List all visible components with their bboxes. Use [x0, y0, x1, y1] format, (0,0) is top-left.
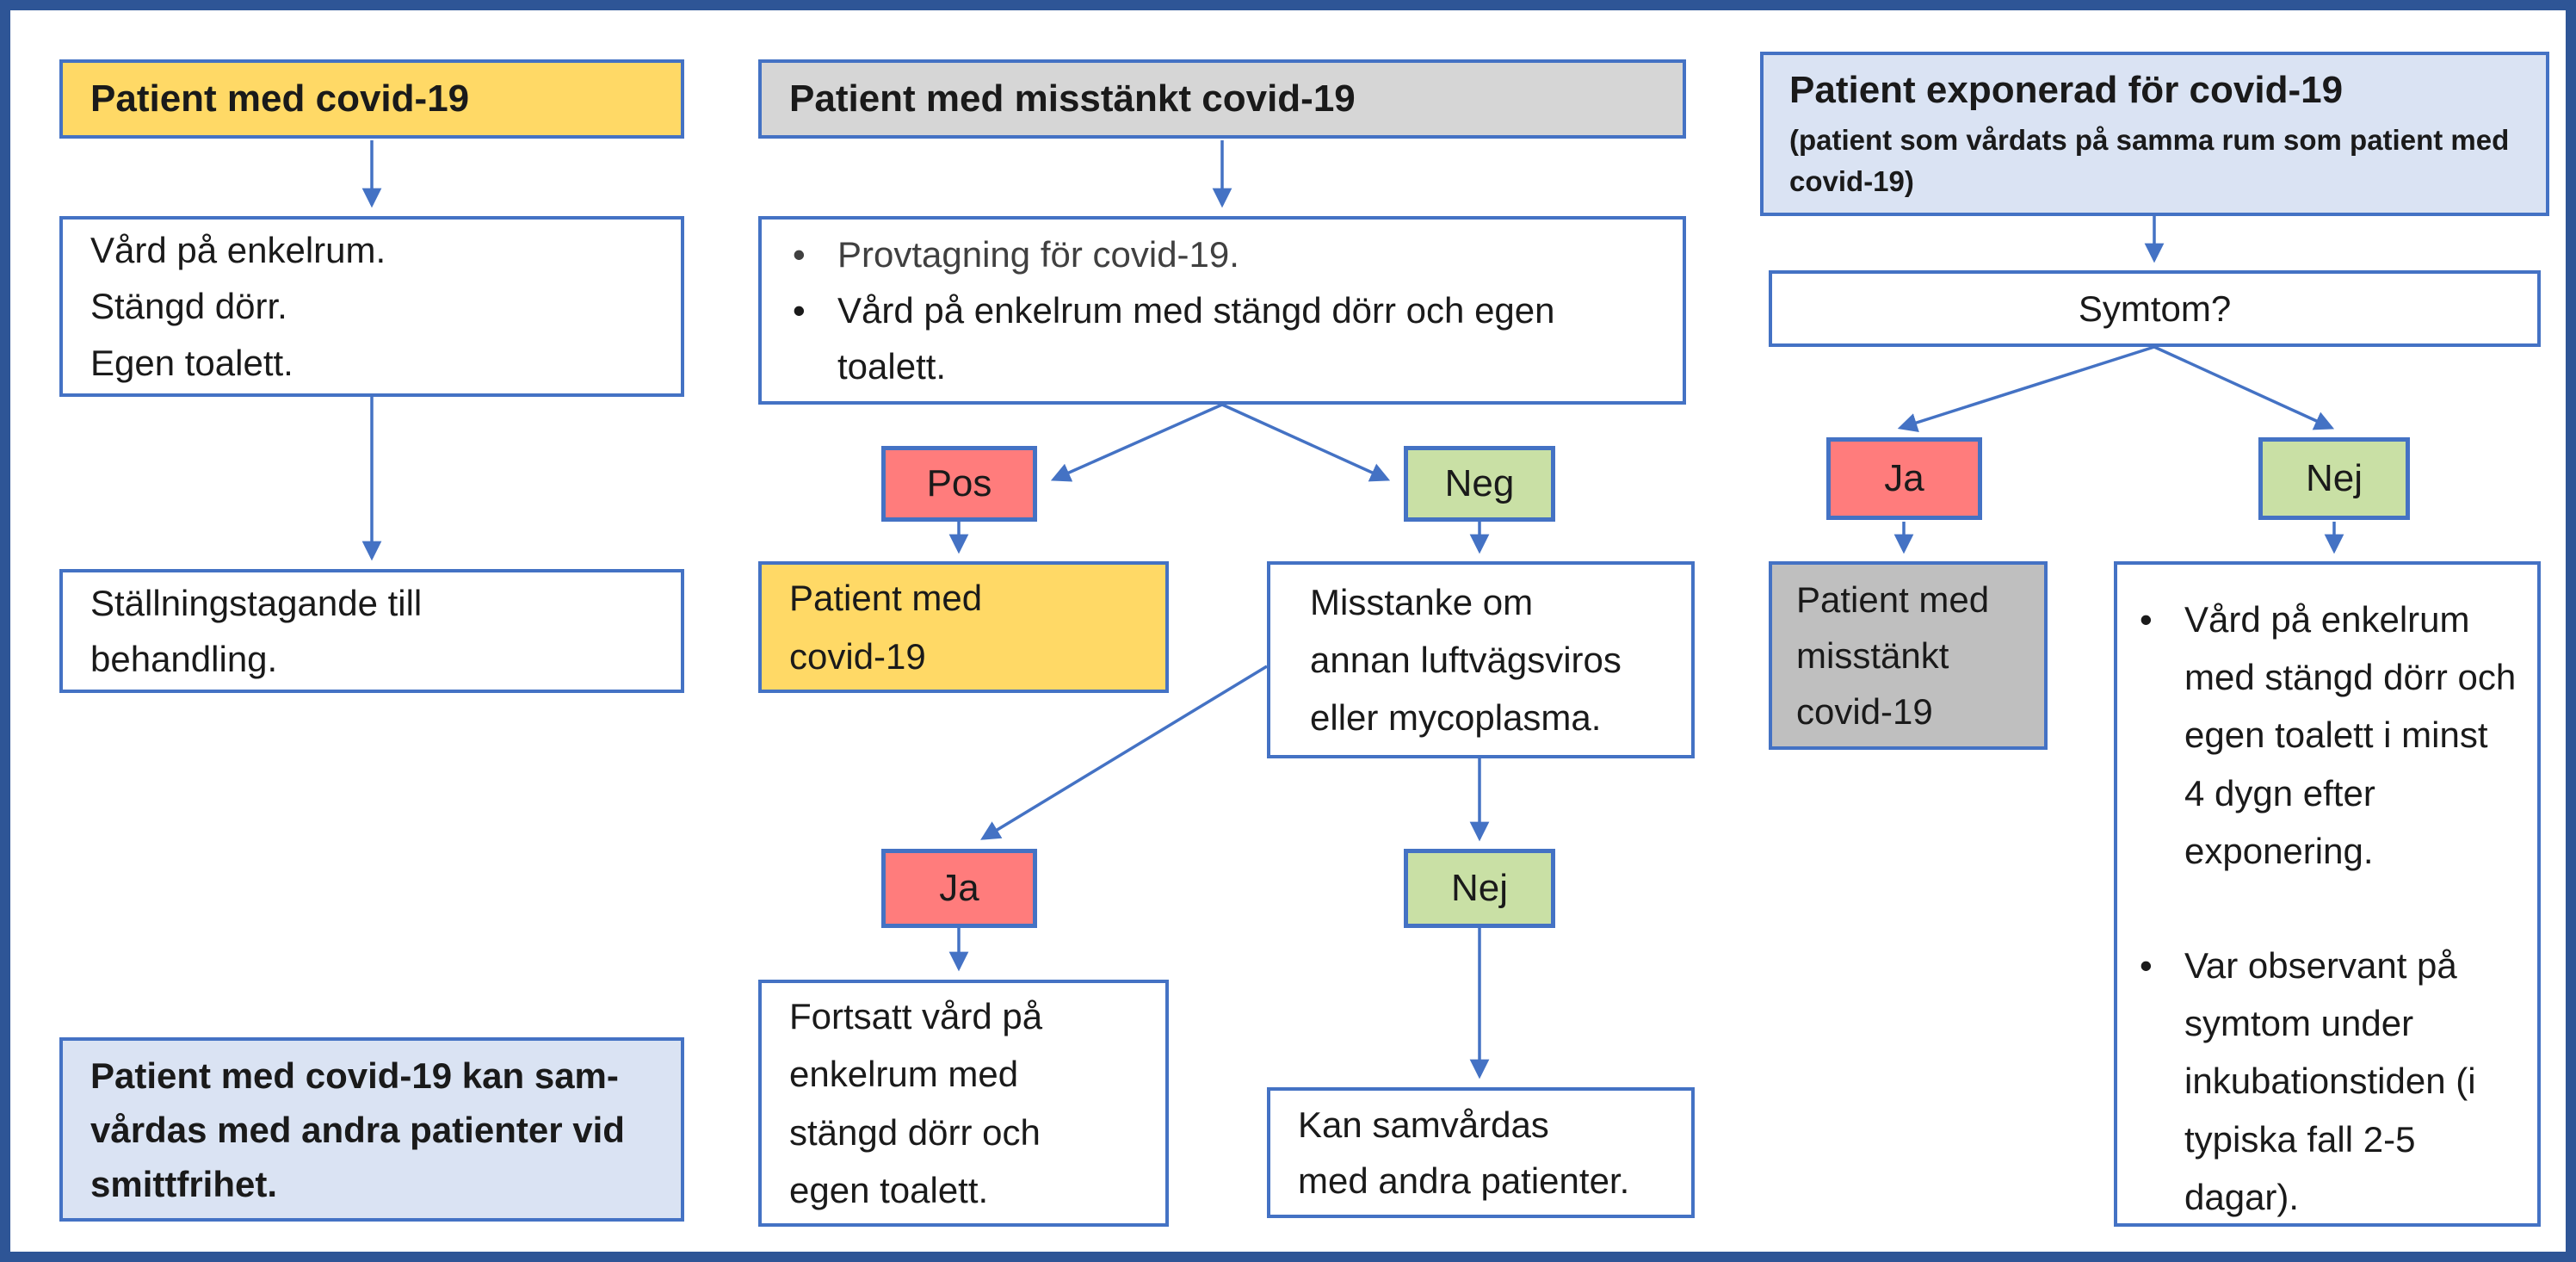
c1-care-line: Vård på enkelrum. [90, 230, 386, 271]
c2-pos-tag: Pos [881, 446, 1037, 522]
c2-continued-line: Fortsatt vård på [789, 996, 1043, 1037]
c3-symptom-label: Symtom? [2078, 288, 2232, 329]
c3-ja-label: Ja [1884, 457, 1924, 499]
bullet-icon: • [793, 233, 806, 275]
c1-care-box: Vård på enkelrum. Stängd dörr. Egen toal… [59, 216, 684, 397]
arrow-c2-steps-to-neg [1221, 403, 1391, 482]
arrow-c3-symptom-to-ja [1897, 345, 2155, 432]
c3-ja-tag: Ja [1826, 437, 1982, 520]
c2-covid-line: covid-19 [789, 635, 926, 677]
c1-note-line: smittfrihet. [90, 1163, 278, 1204]
c2-suspicion-line: Misstanke om [1310, 581, 1534, 622]
c3-bullet-item: • Vård på enkelrum med stängd dörr och e… [2140, 591, 2517, 880]
c3-header-exposed-covid: Patient exponerad för covid-19 (patient … [1760, 52, 2549, 216]
c2-continued-line: stängd dörr och [789, 1111, 1041, 1153]
c2-ja-tag: Ja [881, 849, 1037, 928]
c1-decision-box: Ställningstagande till behandling. [59, 569, 684, 693]
c2-suspicion-line: eller mycoplasma. [1310, 697, 1602, 739]
c3-bullet-text: Var observant på symtom under inkubation… [2184, 944, 2476, 1217]
c1-header-patient-covid: Patient med covid-19 [59, 59, 684, 139]
c2-suspicion-box: Misstanke om annan luftvägsviros eller m… [1267, 561, 1695, 758]
c3-suspected-line: misstänkt [1796, 634, 1949, 676]
c2-bullet-text: Vård på enkelrum med stängd dörr och ege… [837, 289, 1555, 387]
c1-care-line: Stängd dörr. [90, 286, 287, 327]
c2-suspicion-line: annan luftvägsviros [1310, 639, 1622, 680]
c2-steps-box: • Provtagning för covid-19. • Vård på en… [758, 216, 1686, 405]
c2-pos-label: Pos [926, 462, 992, 504]
c2-continued-line: egen toalett. [789, 1169, 989, 1210]
c2-cohort-line: med andra patienter. [1298, 1160, 1630, 1201]
c2-covid-result-box: Patient med covid-19 [758, 561, 1169, 693]
c1-note-box: Patient med covid-19 kan sam- vårdas med… [59, 1037, 684, 1222]
bullet-icon: • [2140, 599, 2153, 640]
c2-continued-care-box: Fortsatt vård på enkelrum med stängd dör… [758, 980, 1169, 1227]
c3-header-subtitle: (patient som vårdats på samma rum som pa… [1789, 124, 2510, 198]
c1-decision-line: behandling. [90, 639, 278, 679]
c2-bullet-text: Provtagning för covid-19. [837, 233, 1239, 275]
c2-ja-label: Ja [939, 867, 979, 909]
c1-care-line: Egen toalett. [90, 342, 293, 383]
c2-neg-tag: Neg [1404, 446, 1555, 522]
c1-header-label: Patient med covid-19 [90, 77, 470, 120]
c1-note-line: vårdas med andra patienter vid [90, 1109, 625, 1150]
bullet-icon: • [2140, 944, 2153, 986]
c3-bullet-item: • Var observant på symtom under inkubati… [2140, 937, 2517, 1226]
c1-note-line: Patient med covid-19 kan sam- [90, 1055, 619, 1096]
c3-care-box: • Vård på enkelrum med stängd dörr och e… [2114, 561, 2541, 1227]
bullet-icon: • [793, 289, 806, 331]
c2-header-label: Patient med misstänkt covid-19 [789, 77, 1356, 120]
c2-nej-tag: Nej [1404, 849, 1555, 928]
c2-nej-label: Nej [1450, 867, 1509, 909]
c2-cohort-box: Kan samvårdas med andra patienter. [1267, 1087, 1695, 1218]
c2-neg-label: Neg [1444, 462, 1515, 504]
c2-header-suspected-covid: Patient med misstänkt covid-19 [758, 59, 1686, 139]
c3-nej-label: Nej [2305, 457, 2363, 499]
c3-nej-tag: Nej [2258, 437, 2410, 520]
c3-header-title: Patient exponerad för covid-19 [1789, 69, 2344, 112]
c2-cohort-line: Kan samvårdas [1298, 1104, 1549, 1145]
c3-bullet-text: Vård på enkelrum med stängd dörr och ege… [2184, 599, 2517, 871]
c2-covid-line: Patient med [789, 578, 983, 619]
c3-suspected-line: Patient med [1796, 578, 1990, 620]
c2-continued-line: enkelrum med [789, 1054, 1019, 1095]
c3-symptom-box: Symtom? [1769, 270, 2541, 347]
c2-bullet-item: • Provtagning för covid-19. [793, 226, 1631, 282]
c1-decision-line: Ställningstagande till [90, 582, 423, 623]
c2-bullet-item: • Vård på enkelrum med stängd dörr och e… [793, 282, 1631, 394]
c3-suspected-box: Patient med misstänkt covid-19 [1769, 561, 2048, 750]
arrow-c3-symptom-to-nej [2153, 345, 2335, 430]
arrow-c2-steps-to-pos [1050, 403, 1223, 482]
c3-suspected-line: covid-19 [1796, 691, 1933, 733]
